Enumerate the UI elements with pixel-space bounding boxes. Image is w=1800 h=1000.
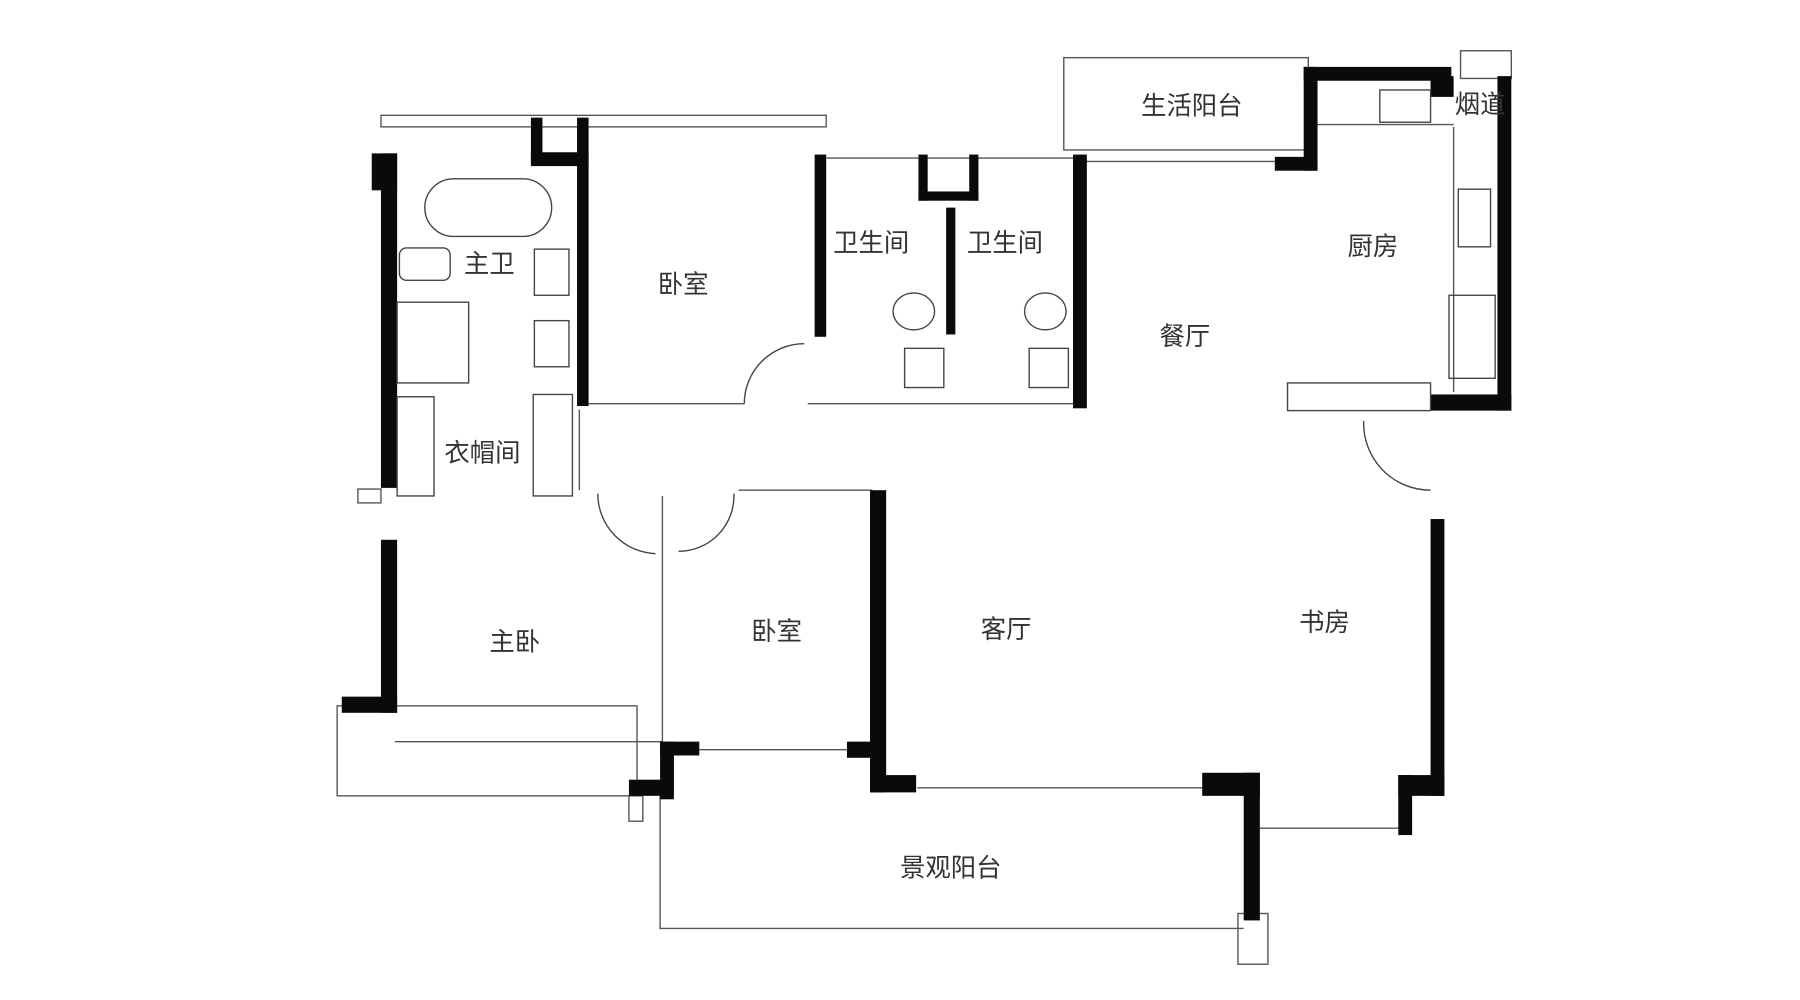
wardrobe-icon: [532, 393, 574, 497]
toilet-icon: [892, 292, 936, 331]
label-bathroom-2: 卫生间: [967, 228, 1043, 258]
label-kitchen: 厨房: [1348, 231, 1399, 261]
label-service-balcony: 生活阳台: [1141, 90, 1242, 120]
label-bathroom-1: 卫生间: [833, 228, 909, 258]
fixtures: [396, 89, 1496, 555]
toilet-icon: [398, 247, 451, 281]
label-bedroom-north: 卧室: [658, 269, 709, 299]
room-labels: 生活阳台 烟道 厨房 餐厅 卫生间 卫生间 卧室 主卫 衣帽间 主卧 卧室 客厅…: [444, 89, 1505, 883]
label-walk-in-closet: 衣帽间: [444, 437, 520, 467]
label-view-balcony: 景观阳台: [900, 853, 1001, 883]
walls: [341, 66, 1512, 921]
sink-icon: [1028, 347, 1070, 389]
label-bedroom-south: 卧室: [751, 616, 802, 646]
wardrobe-icon: [396, 396, 435, 497]
label-master-bedroom: 主卧: [489, 627, 540, 657]
door-swing-icon: [597, 493, 656, 555]
bathtub-icon: [424, 178, 553, 238]
sink-icon: [903, 347, 945, 389]
sink-icon: [533, 248, 570, 296]
cabinet-icon: [1286, 382, 1432, 412]
door-swing-icon: [1362, 420, 1431, 491]
sink-icon: [533, 319, 570, 368]
door-swing-icon: [743, 343, 805, 404]
door-swing-icon: [678, 493, 735, 553]
shower-icon: [396, 301, 470, 384]
stove-icon: [1457, 188, 1492, 248]
label-dining: 餐厅: [1160, 321, 1211, 351]
label-master-bath: 主卫: [464, 248, 515, 278]
toilet-icon: [1023, 292, 1067, 331]
label-study: 书房: [1299, 607, 1350, 637]
fridge-icon: [1448, 294, 1496, 380]
label-living-room: 客厅: [981, 614, 1032, 644]
label-flue: 烟道: [1455, 89, 1506, 119]
kitchen-sink-icon: [1379, 89, 1432, 123]
